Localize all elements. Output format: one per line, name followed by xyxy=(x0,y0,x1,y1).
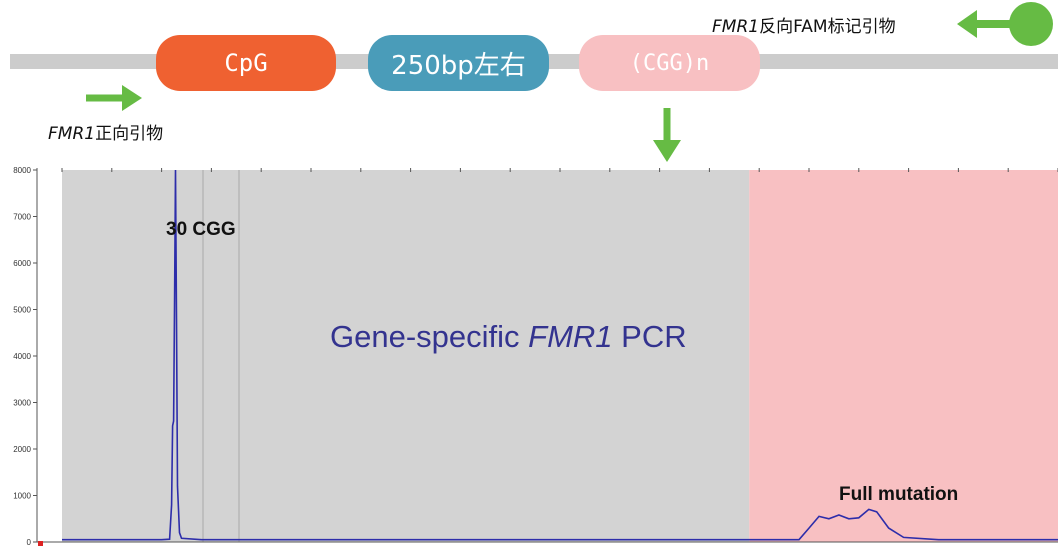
spacer-segment: 250bp左右 xyxy=(368,35,549,91)
shaded-region-1 xyxy=(749,170,1058,542)
chart-title: Gene-specific FMR1 PCR xyxy=(330,319,687,354)
y-tick-label: 0 xyxy=(27,538,32,547)
chart-title-gene: FMR1 xyxy=(528,319,612,354)
y-tick-label: 7000 xyxy=(13,213,31,222)
y-tick-label: 4000 xyxy=(13,352,31,361)
chart-axes xyxy=(36,168,1058,543)
y-tick-label: 8000 xyxy=(13,166,31,175)
marker-lines xyxy=(202,170,240,542)
forward-primer-label: FMR1正向引物 xyxy=(48,119,163,144)
annotation-30-cgg: 30 CGG xyxy=(166,219,236,240)
trace xyxy=(62,169,1058,541)
y-tick-label: 3000 xyxy=(13,399,31,408)
x-ticks xyxy=(61,168,1058,172)
chart-title-suffix: PCR xyxy=(613,319,687,354)
series-line-0 xyxy=(62,169,1058,541)
cpg-segment: CpG xyxy=(156,35,336,91)
y-ticks: 0 1000 2000 3000 4000 5000 6000 7000 8000 xyxy=(13,166,37,547)
spacer-label: 250bp左右 xyxy=(391,50,526,81)
y-tick-label: 2000 xyxy=(13,445,31,454)
cgg-repeat-segment: (CGG)n xyxy=(579,35,760,91)
chart-title-prefix: Gene-specific xyxy=(330,319,528,354)
y-tick-label: 1000 xyxy=(13,492,31,501)
origin-marker xyxy=(38,541,43,546)
reverse-primer-text: 反向FAM标记引物 xyxy=(759,17,896,37)
forward-primer-gene: FMR1 xyxy=(48,124,96,144)
cpg-label: CpG xyxy=(224,49,268,77)
forward-primer-text: 正向引物 xyxy=(95,124,164,144)
reverse-primer-arrow-icon xyxy=(957,2,1053,46)
y-tick-label: 5000 xyxy=(13,306,31,315)
y-tick-label: 6000 xyxy=(13,259,31,268)
cgg-label: (CGG)n xyxy=(629,50,710,76)
electropherogram-chart: 0 1000 2000 3000 4000 5000 6000 7000 8000 Gene-s… xyxy=(13,166,1058,547)
down-arrow-icon xyxy=(653,108,681,162)
forward-primer-arrow-icon xyxy=(86,85,142,111)
reverse-primer-gene: FMR1 xyxy=(712,17,760,37)
reverse-primer-label: FMR1反向FAM标记引物 xyxy=(712,12,896,37)
annotation-full-mutation: Full mutation xyxy=(839,484,958,505)
